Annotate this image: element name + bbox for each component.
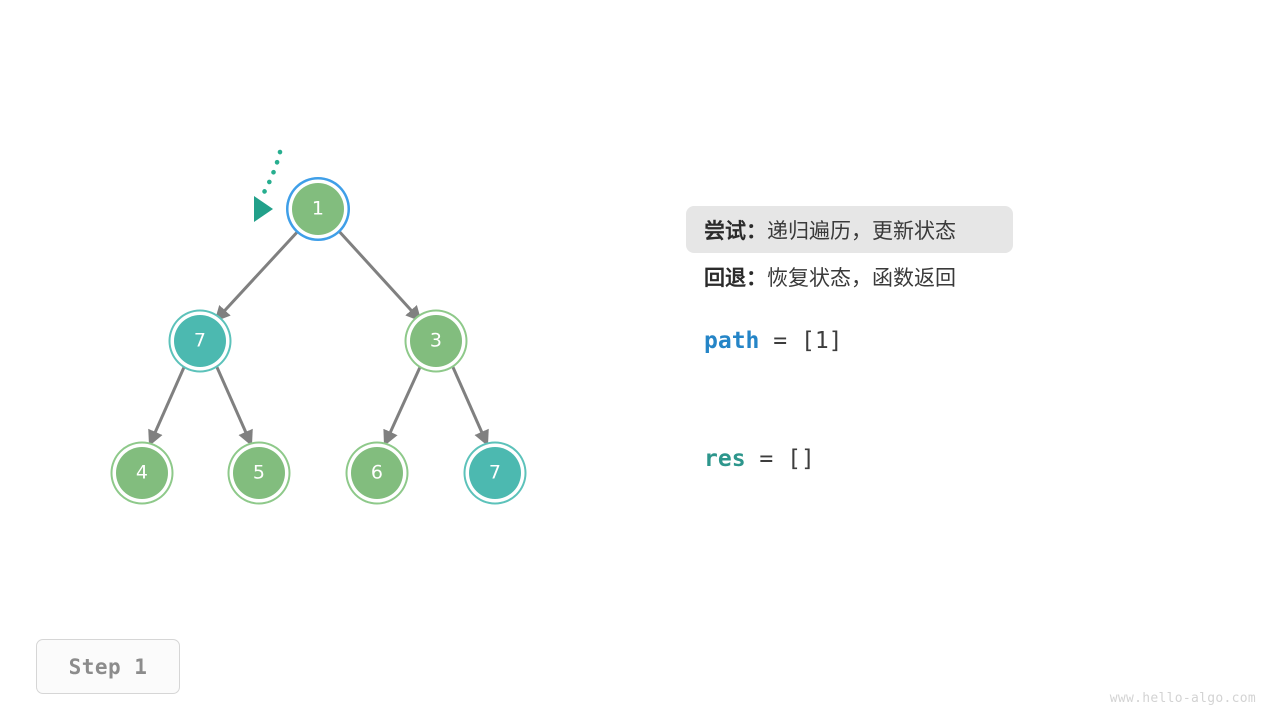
path-variable-line: path = [1] bbox=[704, 328, 843, 354]
pointer-arrowhead-icon bbox=[254, 196, 273, 222]
res-variable-name: res bbox=[704, 446, 746, 472]
res-variable-line: res = [] bbox=[704, 446, 815, 472]
backtrack-phase-line: 回退：恢复状态，函数返回 bbox=[686, 253, 1186, 300]
edge-3-7 bbox=[450, 364, 489, 447]
edge-1-7 bbox=[214, 227, 302, 322]
recursion-pointer bbox=[254, 149, 283, 222]
site-watermark: www.hello-algo.com bbox=[1110, 691, 1256, 706]
tree-node-1[interactable]: 1 bbox=[292, 183, 344, 235]
tree-node-label: 6 bbox=[370, 461, 384, 483]
res-variable-value: [] bbox=[787, 446, 815, 472]
tree-node-label: 7 bbox=[193, 329, 207, 351]
binary-tree-diagram: 1 7 3 4 5 6 7 bbox=[116, 149, 521, 499]
edge-7-5 bbox=[214, 364, 253, 447]
tree-node-label: 3 bbox=[429, 329, 443, 351]
tree-node-3[interactable]: 3 bbox=[410, 315, 462, 367]
res-operator: = bbox=[759, 446, 774, 472]
step-badge: Step 1 bbox=[36, 639, 180, 694]
backtrack-phase-prefix: 回退： bbox=[704, 265, 767, 290]
tree-node-6[interactable]: 6 bbox=[351, 447, 403, 499]
state-info-panel: 尝试：递归遍历，更新状态 回退：恢复状态，函数返回 path = [1] res… bbox=[686, 206, 1186, 472]
tree-node-5[interactable]: 5 bbox=[233, 447, 285, 499]
tree-node-4[interactable]: 4 bbox=[116, 447, 168, 499]
edge-7-4 bbox=[148, 364, 187, 447]
try-phase-prefix: 尝试： bbox=[704, 218, 767, 243]
pointer-dotted-path bbox=[259, 149, 283, 199]
edge-3-6 bbox=[383, 364, 423, 447]
path-variable-value: [1] bbox=[800, 328, 843, 354]
tree-node-label: 1 bbox=[311, 197, 325, 219]
try-phase-text: 递归遍历，更新状态 bbox=[767, 218, 956, 243]
path-variable-name: path bbox=[704, 328, 760, 354]
tree-node-label: 7 bbox=[488, 461, 502, 483]
tree-node-7-right[interactable]: 7 bbox=[469, 447, 521, 499]
tree-node-7-left[interactable]: 7 bbox=[174, 315, 226, 367]
edge-1-3 bbox=[335, 227, 422, 322]
tree-node-label: 4 bbox=[135, 461, 149, 483]
tree-node-label: 5 bbox=[252, 461, 266, 483]
step-badge-label: Step 1 bbox=[68, 654, 148, 679]
backtrack-phase-text: 恢复状态，函数返回 bbox=[767, 265, 956, 290]
tree-edges-layer bbox=[148, 227, 489, 447]
try-phase-line: 尝试：递归遍历，更新状态 bbox=[686, 206, 1013, 253]
path-operator: = bbox=[773, 328, 788, 354]
watermark-text: www.hello-algo.com bbox=[1109, 691, 1256, 706]
